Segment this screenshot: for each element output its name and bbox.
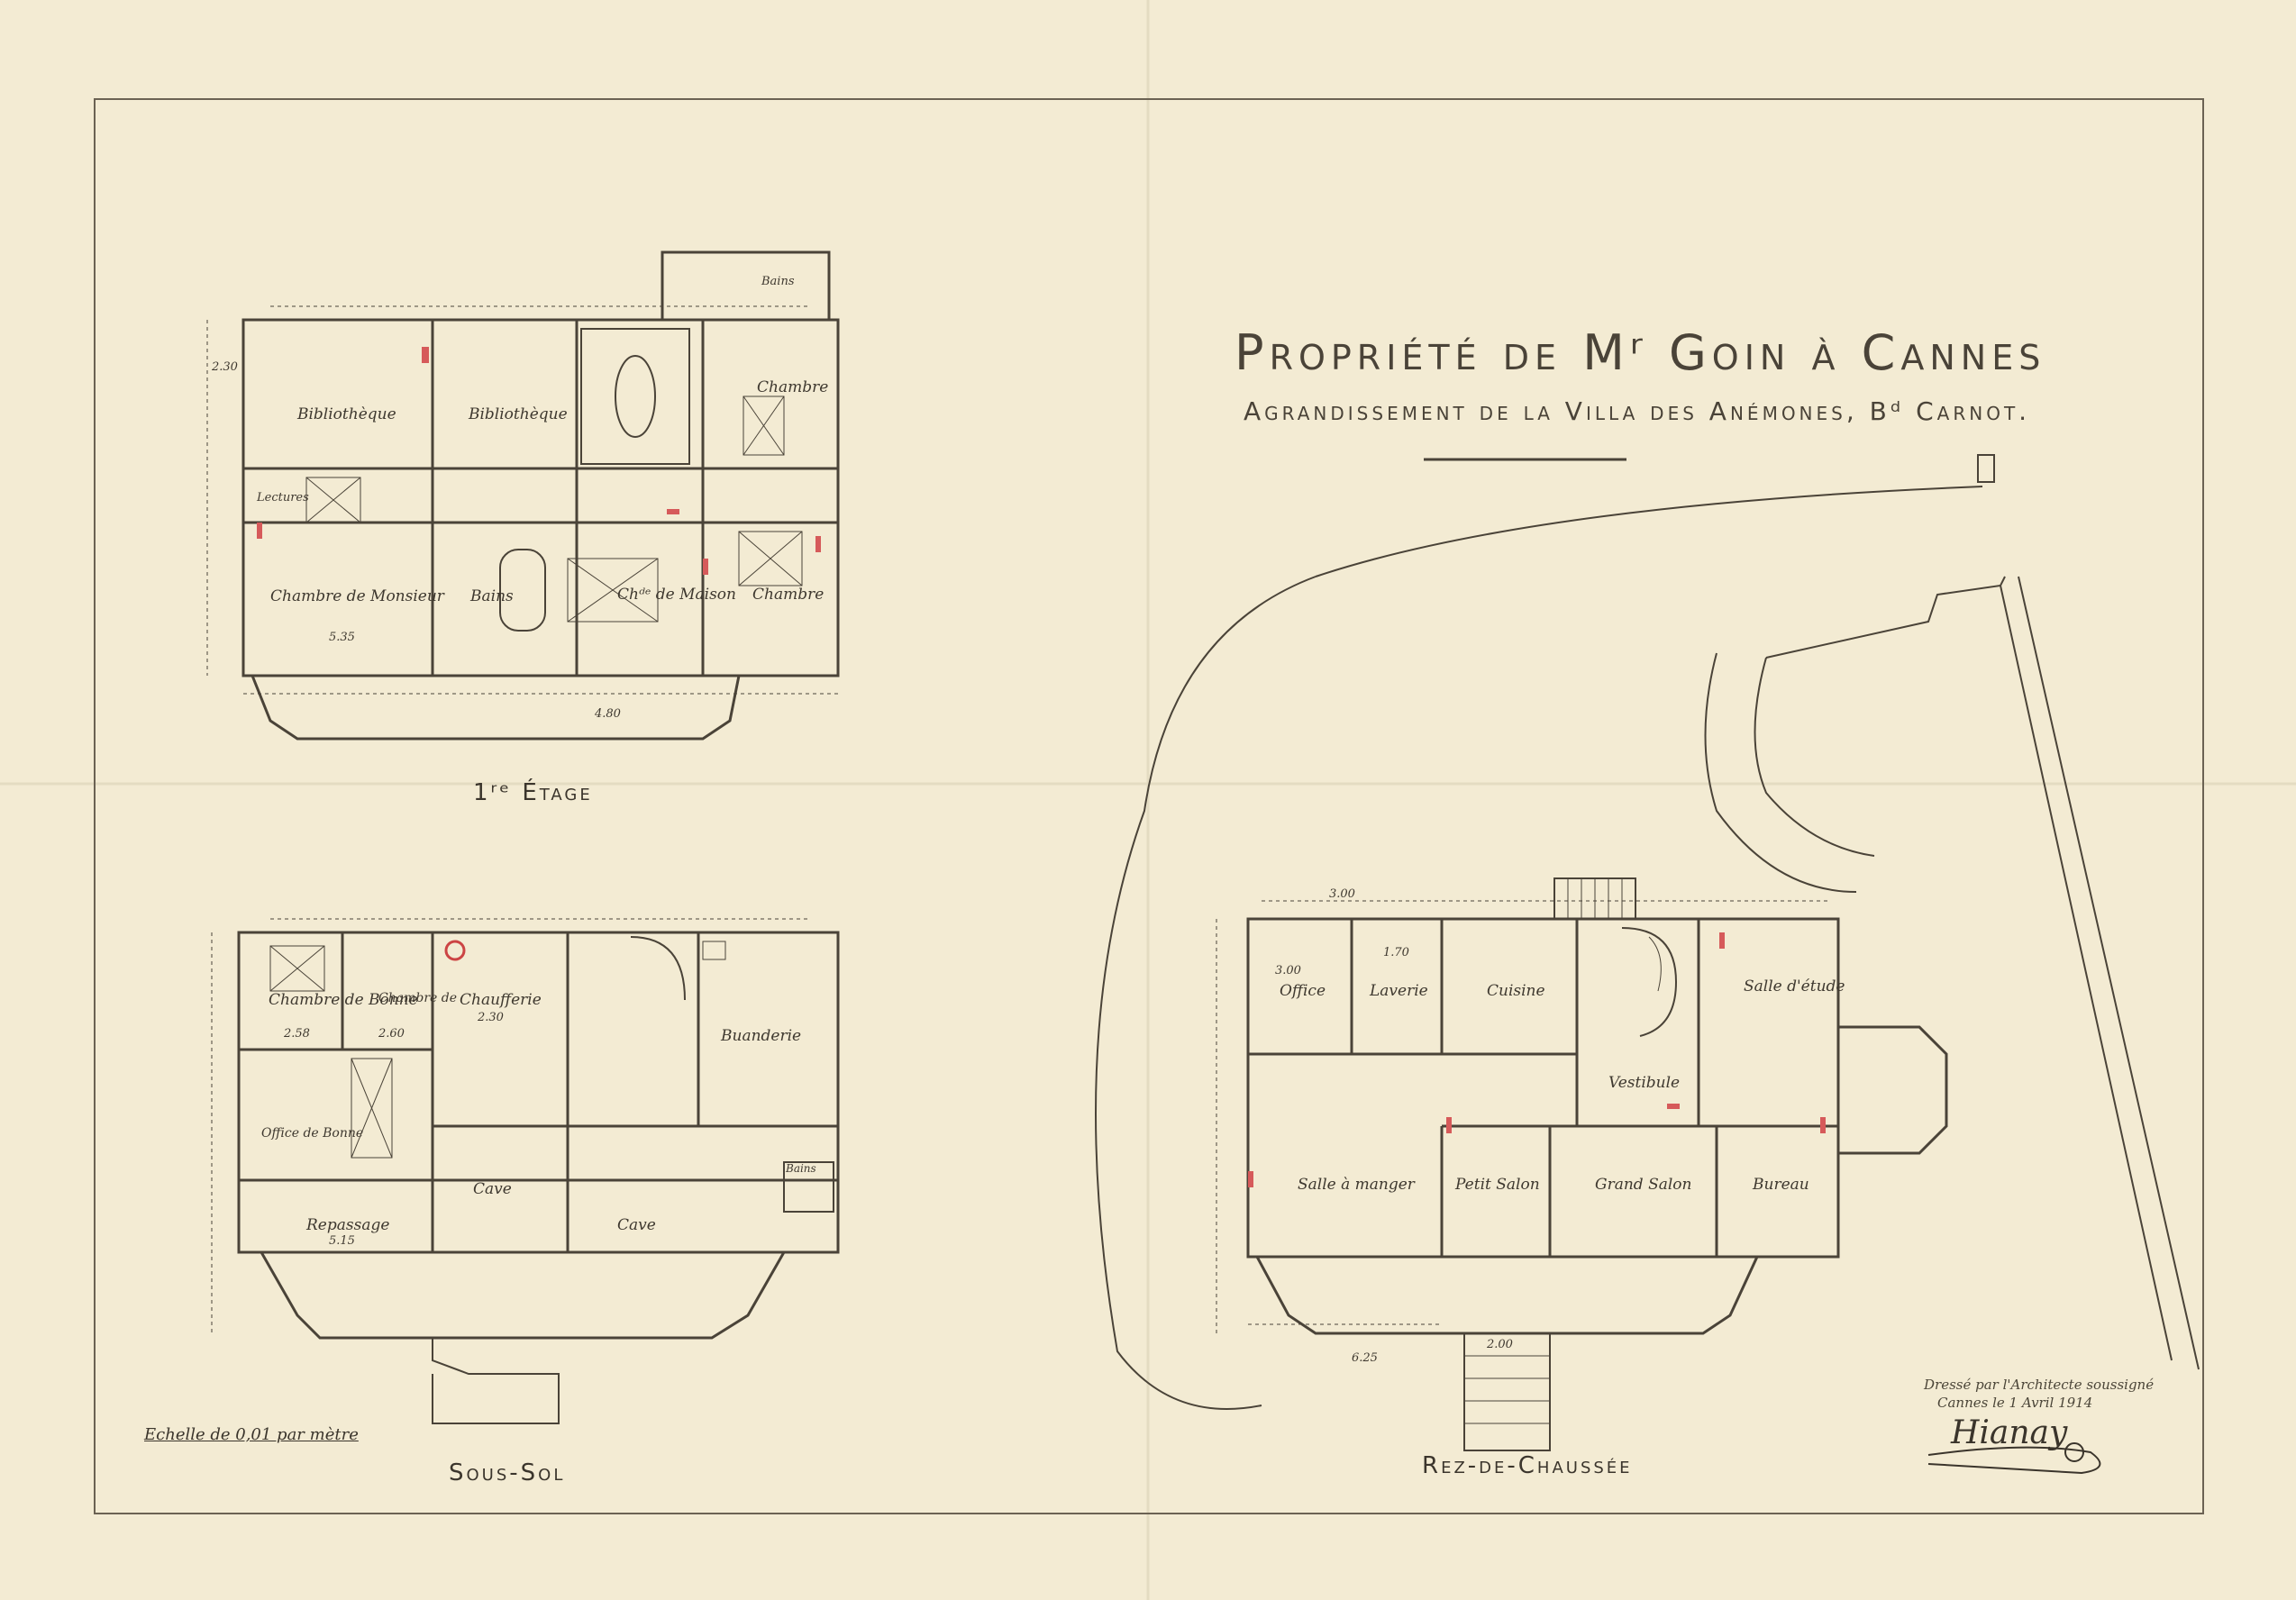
drawing-title: Propriété de Mʳ Goin à Cannes <box>1235 324 2046 381</box>
room-label: Chambre de <box>378 991 457 1005</box>
dimension-label: 3.00 <box>1275 964 1301 977</box>
room-label: Cave <box>473 1180 512 1198</box>
drawing-subtitle: Agrandissement de la Villa des Anémones,… <box>1244 396 2031 426</box>
signature-name: Hianay <box>1951 1414 2068 1451</box>
plan-1er-etage <box>206 250 840 741</box>
signature-flourish <box>1927 1446 2101 1475</box>
dimension-label: 3.00 <box>1329 887 1355 901</box>
plan-title-sous-sol: Sous-Sol <box>449 1459 566 1486</box>
room-label: Buanderie <box>721 1027 802 1045</box>
room-label: Bains <box>786 1162 816 1175</box>
room-label: Office <box>1280 982 1326 1000</box>
room-label: Bureau <box>1753 1176 1809 1194</box>
room-label: Repassage <box>306 1216 390 1234</box>
room-label: Laverie <box>1370 982 1428 1000</box>
red-marks <box>257 347 821 575</box>
room-label: Chambre <box>752 586 825 604</box>
plan-title-rez-de-chaussee: Rez-de-Chaussée <box>1422 1452 1633 1479</box>
room-label: Grand Salon <box>1595 1176 1692 1194</box>
sheet-border <box>94 98 2204 1514</box>
signature-line-1: Dressé par l'Architecte soussigné <box>1924 1377 2155 1393</box>
plan-rez-de-chaussee <box>1095 454 2200 1451</box>
room-label: Bains <box>761 275 795 288</box>
room-label: Chaufferie <box>460 991 542 1009</box>
dimension-label: 2.30 <box>478 1011 504 1024</box>
room-label: Bibliothèque <box>469 405 568 423</box>
red-marks <box>1248 932 1826 1187</box>
room-label: Lectures <box>257 491 309 505</box>
dimension-label: 2.60 <box>378 1027 405 1041</box>
scale-label: Echelle de 0,01 par mètre <box>144 1425 359 1444</box>
room-label: Bibliothèque <box>297 405 396 423</box>
room-label: Petit Salon <box>1455 1176 1540 1194</box>
dimension-label: 5.35 <box>329 631 355 644</box>
room-label: Office de Bonne <box>261 1126 364 1141</box>
dimension-label: 6.25 <box>1352 1351 1378 1365</box>
room-label: Chᵈᵉ de Maison <box>617 586 736 604</box>
room-label: Salle à manger <box>1298 1176 1415 1194</box>
room-label: Salle d'étude <box>1744 977 1845 995</box>
room-label: Chambre <box>757 378 829 396</box>
room-label: Vestibule <box>1608 1074 1681 1092</box>
room-label: Chambre de Bonne <box>269 991 418 1009</box>
dimension-label: 1.70 <box>1383 946 1409 959</box>
signature-mark <box>2064 1442 2084 1462</box>
dimension-label: 2.58 <box>284 1027 310 1041</box>
dimension-label: 2.30 <box>212 360 238 374</box>
room-label: Bains <box>470 587 514 605</box>
dimension-label: 4.80 <box>595 707 621 721</box>
signature-line-2: Cannes le 1 Avril 1914 <box>1937 1395 2093 1411</box>
dimension-label: 2.00 <box>1487 1338 1513 1351</box>
room-label: Cuisine <box>1487 982 1545 1000</box>
room-label: Chambre de Monsieur <box>270 587 444 605</box>
plan-title-1er-etage: 1ʳᵉ Étage <box>473 779 593 806</box>
room-label: Cave <box>617 1216 656 1234</box>
plan-sous-sol <box>211 918 840 1424</box>
dimension-label: 5.15 <box>329 1234 355 1248</box>
